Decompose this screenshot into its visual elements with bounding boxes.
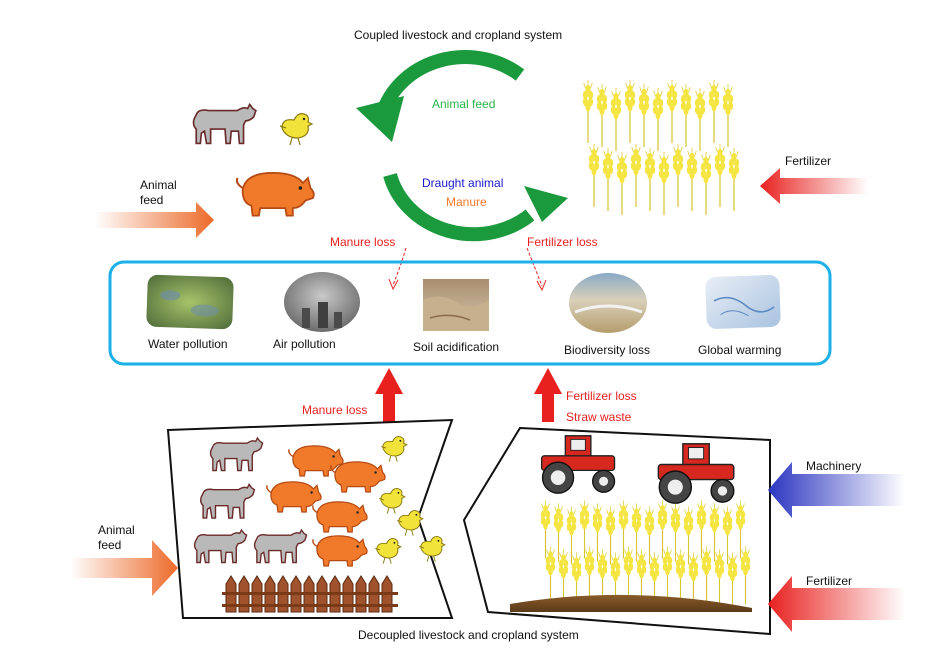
- fertilizer-arrow-top: [760, 168, 868, 204]
- wheat-icon: [714, 144, 726, 208]
- cycle-arrow-bottom: [383, 172, 535, 242]
- wheat-icon: [708, 80, 720, 144]
- wheat-icon: [616, 152, 628, 216]
- wheat-icon: [624, 80, 636, 144]
- wheat-icon: [652, 88, 664, 152]
- impact-label-air-pollution: Air pollution: [273, 337, 336, 351]
- soil-strip: [510, 594, 752, 612]
- cycle-arrows: [356, 50, 568, 242]
- manure-loss-up-arrow: [375, 368, 403, 422]
- wheat-icon: [686, 148, 698, 212]
- bottom-fertilizer-label: Fertilizer: [806, 574, 853, 588]
- fence: [222, 575, 398, 613]
- fertilizer-loss-dashed-arrow: [526, 247, 543, 287]
- pig-icon: [235, 171, 315, 217]
- wheat-icon: [596, 84, 608, 148]
- wheat-icon: [610, 88, 622, 152]
- impact-label-global-warming: Global warming: [698, 343, 782, 357]
- wheat-icon: [602, 148, 614, 212]
- cycle-draught-animal-label: Draught animal: [422, 176, 504, 190]
- wheat-icon: [582, 80, 594, 144]
- manure-loss-dashed-arrow: [392, 247, 407, 286]
- cycle-arrow-top: [375, 50, 525, 118]
- wheat-icon: [658, 152, 670, 216]
- fertilizer-arrow-bottom: [768, 576, 905, 632]
- top-animal-feed-label: Animal feed: [140, 178, 177, 207]
- cycle-animal-feed-label: Animal feed: [432, 97, 496, 111]
- coupled-system-title: Coupled livestock and cropland system: [354, 28, 563, 42]
- cycle-arrowhead-left: [356, 96, 404, 142]
- bottom-animal-feed-label: Animal feed: [98, 523, 135, 552]
- wheat-icon: [694, 88, 706, 152]
- machinery-label: Machinery: [806, 459, 862, 473]
- environmental-impact-box: [108, 260, 832, 366]
- top-animals: [192, 103, 315, 217]
- top-fertilizer-loss-label: Fertilizer loss: [527, 235, 598, 249]
- wheat-icon: [666, 80, 678, 144]
- impact-images: [146, 272, 781, 333]
- bottom-fertilizer-loss-label: Fertilizer loss: [566, 389, 637, 403]
- straw-waste-label: Straw waste: [566, 410, 632, 424]
- wheat-icon: [728, 148, 740, 212]
- cycle-arrowhead-right: [524, 186, 568, 222]
- air-pollution-image: [284, 272, 360, 332]
- wheat-icon: [644, 148, 656, 212]
- water-pollution-image: [146, 274, 234, 330]
- wheat-icon: [722, 84, 734, 148]
- machinery-arrow: [768, 462, 905, 518]
- wheat-icon: [638, 84, 650, 148]
- fertilizer-loss-dashed-arrowhead: [536, 279, 547, 292]
- impact-label-biodiversity-loss: Biodiversity loss: [564, 343, 651, 357]
- global-warming-image: [705, 275, 781, 329]
- manure-loss-dashed-arrowhead: [388, 278, 399, 291]
- top-manure-loss-label: Manure loss: [330, 235, 396, 249]
- cow-icon: [192, 103, 257, 145]
- decoupled-system-title: Decoupled livestock and cropland system: [358, 628, 579, 642]
- animal-feed-arrow-top: [95, 202, 214, 238]
- soil-acidification-image: [423, 279, 489, 331]
- chicken-icon: [279, 112, 313, 146]
- fertilizer-loss-up-arrow: [534, 368, 562, 422]
- impact-label-soil-acidification: Soil acidification: [413, 340, 500, 354]
- top-wheat-field: [582, 80, 740, 216]
- impact-label-water-pollution: Water pollution: [148, 337, 228, 351]
- bottom-manure-loss-label: Manure loss: [302, 403, 368, 417]
- wheat-icon: [680, 84, 692, 148]
- wheat-icon: [630, 144, 642, 208]
- cycle-manure-label: Manure: [446, 195, 487, 209]
- animal-feed-arrow-bottom: [70, 540, 178, 596]
- wheat-icon: [672, 144, 684, 208]
- wheat-icon: [588, 144, 600, 208]
- fence-rail: [222, 604, 398, 607]
- wheat-icon: [700, 152, 712, 216]
- top-fertilizer-label: Fertilizer: [785, 154, 832, 168]
- fence-rail: [222, 592, 398, 595]
- biodiversity-loss-image: [569, 273, 647, 333]
